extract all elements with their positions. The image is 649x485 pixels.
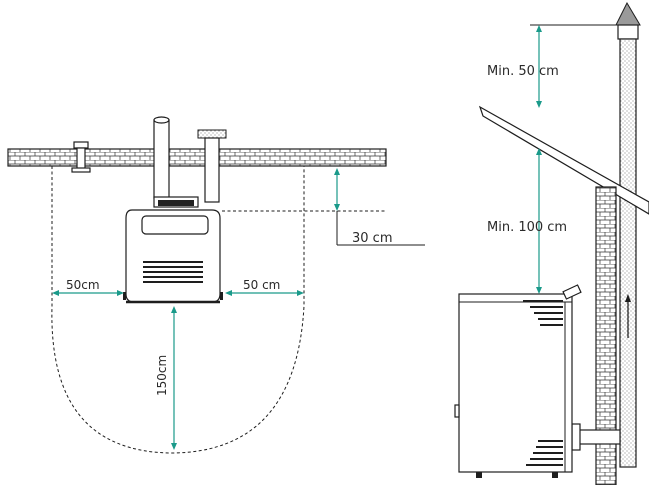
flue-pipe — [153, 116, 170, 199]
ceiling-clearance-dimension: Min. 100 cm — [487, 148, 567, 294]
stove-top-view — [123, 196, 223, 304]
clearance-zone — [51, 166, 305, 454]
side-wall — [595, 186, 617, 485]
roof-clearance-dimension: Min. 50 cm — [487, 24, 616, 108]
left-clearance-label: 50cm — [66, 278, 100, 292]
right-clearance-label: 50 cm — [243, 278, 280, 292]
front-clearance-label: 150cm — [155, 355, 169, 396]
right-clearance-dimension: 50 cm — [225, 278, 304, 296]
air-intake-pipe — [197, 129, 227, 203]
top-clearance-label: 30 cm — [352, 231, 393, 246]
front-clearance-dimension: 150cm — [155, 306, 177, 450]
rear-wall — [7, 148, 387, 167]
wall-clamp — [71, 141, 91, 173]
left-clearance-dimension: 50cm — [52, 278, 124, 296]
stove-side-view — [454, 284, 582, 478]
top-view: 50cm 50 cm 30 cm 150cm — [7, 116, 425, 454]
draft-arrow-icon — [625, 294, 631, 338]
side-view: Min. 50 cm Min. 100 cm — [454, 1, 649, 485]
top-clearance-dimension: 30 cm — [334, 168, 425, 246]
chimney — [615, 1, 641, 468]
roof-clearance-label: Min. 50 cm — [487, 64, 559, 79]
ceiling-clearance-label: Min. 100 cm — [487, 220, 567, 235]
